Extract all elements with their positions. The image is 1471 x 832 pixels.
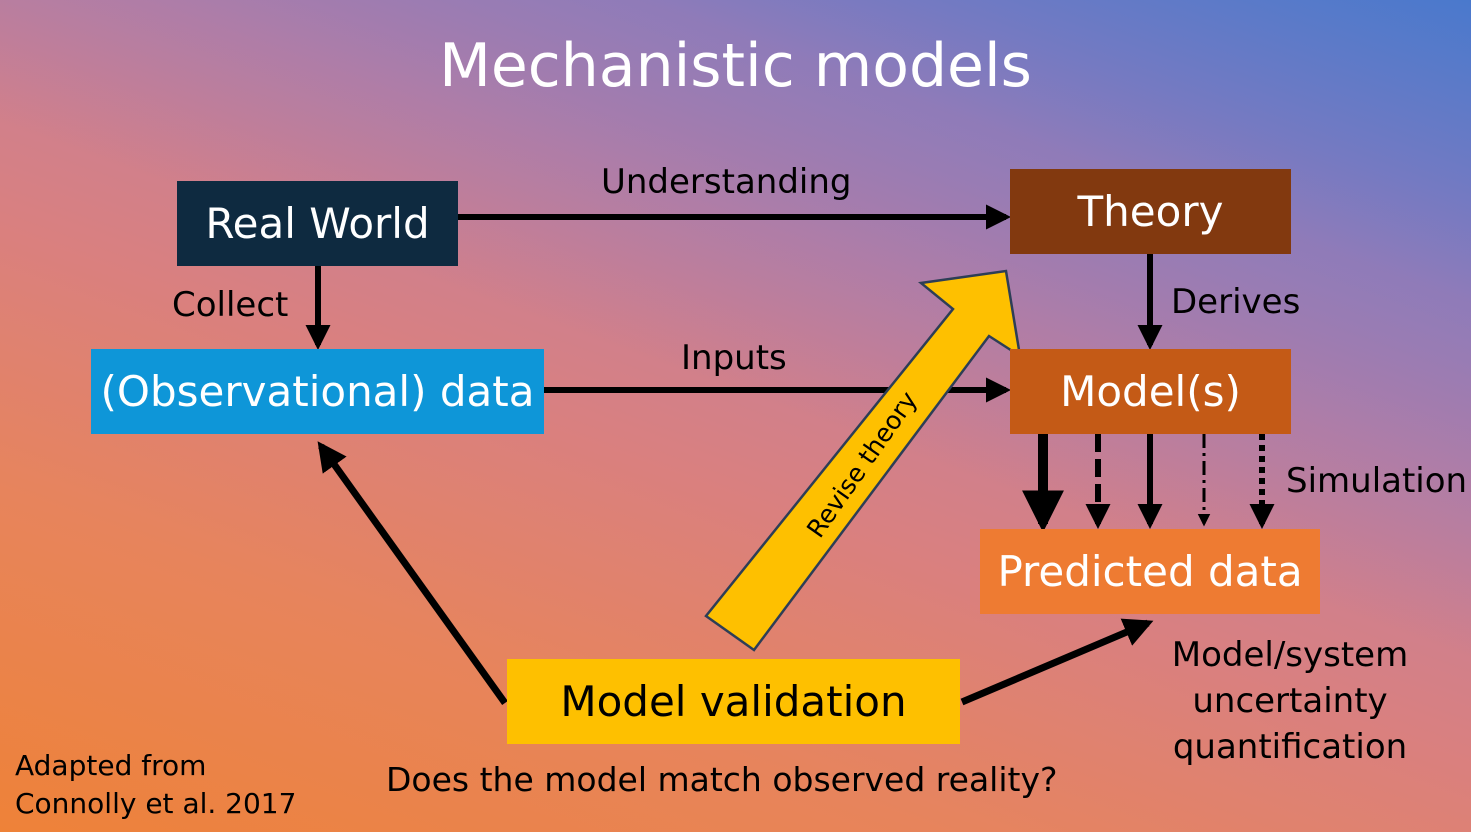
observational-data-box: (Observational) data (91, 349, 544, 434)
predicted-data-box: Predicted data (980, 529, 1320, 614)
uncertainty-label: Model/system uncertainty quantification (1171, 635, 1409, 767)
models-box: Model(s) (1010, 349, 1291, 434)
credit-note: Adapted from Connolly et al. 2017 (15, 747, 296, 823)
revise-theory-arrow (704, 269, 1022, 652)
credit-line-2: Connolly et al. 2017 (15, 787, 297, 820)
theory-box: Theory (1010, 169, 1291, 254)
inputs-label: Inputs (681, 338, 787, 378)
credit-line-1: Adapted from (15, 749, 207, 782)
validation-to-data-arrow (317, 441, 508, 706)
validation-question: Does the model match observed reality? (386, 760, 1058, 799)
collect-label: Collect (172, 285, 289, 325)
real-world-box: Real World (177, 181, 458, 266)
validation-to-predicted-arrow (960, 618, 1154, 706)
simulation-label: Simulation (1286, 461, 1468, 501)
slide-title: Mechanistic models (439, 31, 1032, 101)
derives-label: Derives (1171, 282, 1301, 322)
understanding-label: Understanding (601, 162, 852, 202)
model-validation-box: Model validation (507, 659, 960, 744)
